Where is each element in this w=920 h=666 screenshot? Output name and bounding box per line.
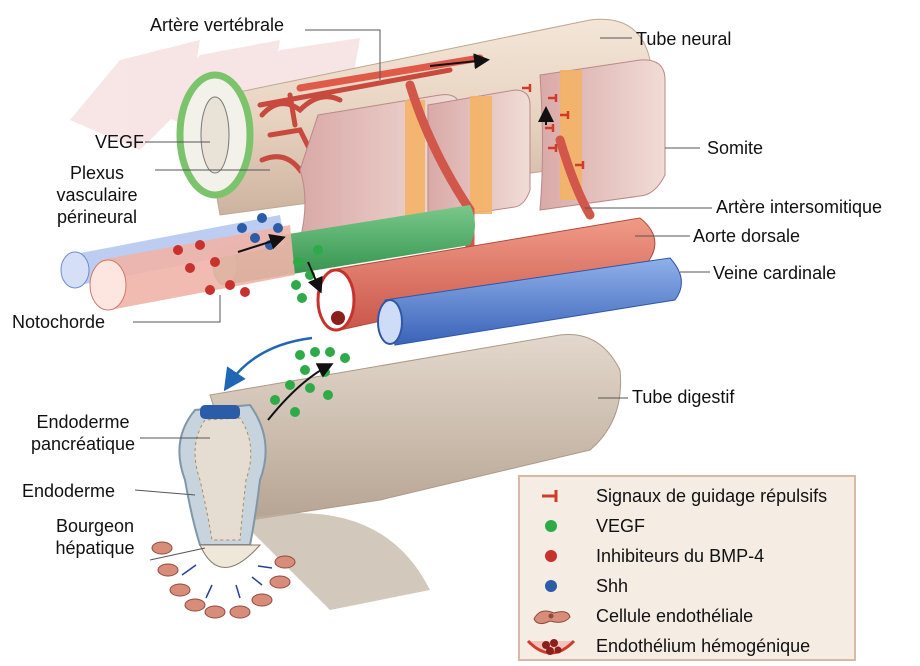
label-somite: Somite	[707, 137, 763, 159]
legend-row-shh: Shh	[520, 571, 856, 601]
label-tube-digestif: Tube digestif	[632, 386, 734, 408]
endothelial-arrows	[182, 565, 272, 598]
legend: Signaux de guidage répulsifs VEGF Inhibi…	[518, 475, 856, 661]
legend-row-hemogenic: Endothélium hémogénique	[520, 631, 856, 661]
legend-row-vegf: VEGF	[520, 511, 856, 541]
left-vessels	[61, 215, 295, 310]
legend-label: Inhibiteurs du BMP-4	[596, 546, 764, 566]
label-vegf: VEGF	[95, 131, 144, 153]
shh-dot-icon	[520, 571, 582, 601]
repulsive-signal-icon	[520, 481, 582, 511]
legend-label: Signaux de guidage répulsifs	[596, 486, 827, 506]
label-tube-neural: Tube neural	[636, 28, 731, 50]
label-aorte-dorsale: Aorte dorsale	[693, 225, 800, 247]
legend-label: VEGF	[596, 516, 645, 536]
label-endoderme: Endoderme	[22, 480, 115, 502]
bmp4-inhibitor-dot-icon	[520, 541, 582, 571]
vegf-dot-icon	[520, 511, 582, 541]
label-notochorde: Notochorde	[12, 311, 105, 333]
label-veine-cardinale: Veine cardinale	[713, 262, 836, 284]
legend-label: Endothélium hémogénique	[596, 636, 810, 656]
label-artere-intersomitique: Artère intersomitique	[716, 196, 882, 218]
legend-row-bmp4: Inhibiteurs du BMP-4	[520, 541, 856, 571]
label-artere-vertebrale: Artère vertébrale	[150, 14, 284, 36]
legend-row-endothelial: Cellule endothéliale	[520, 601, 856, 631]
endothelial-cell-icon	[520, 601, 582, 631]
legend-label: Cellule endothéliale	[596, 606, 753, 626]
legend-label: Shh	[596, 576, 628, 596]
legend-row-repulsive: Signaux de guidage répulsifs	[520, 481, 856, 511]
hemogenic-endothelium-icon	[520, 631, 582, 661]
